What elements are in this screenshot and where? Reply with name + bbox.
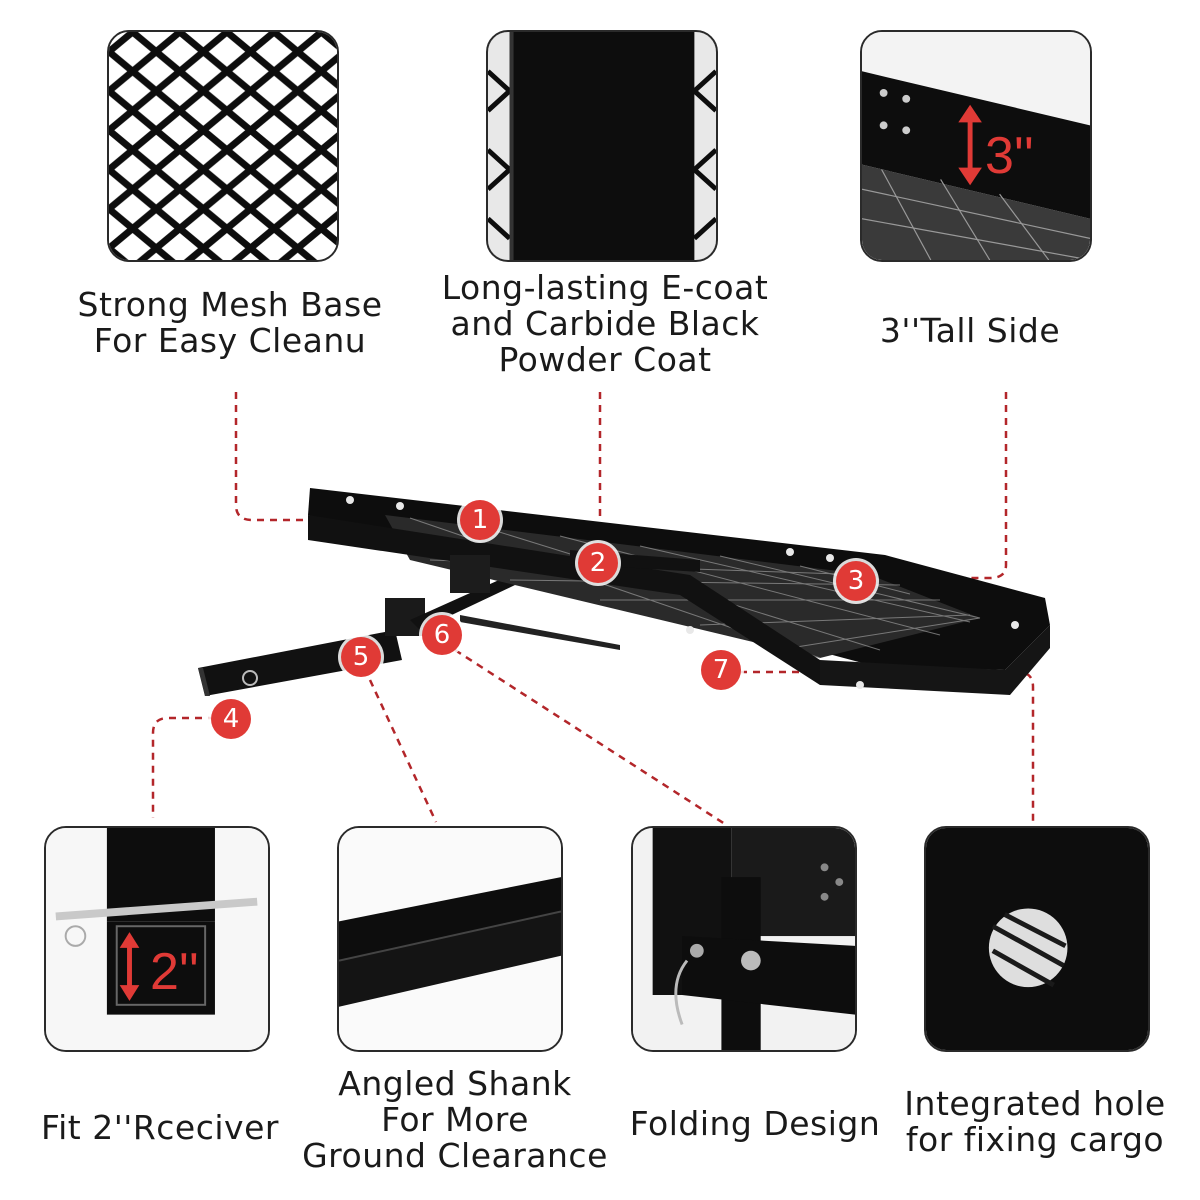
receiver-size-label: 2'' (150, 943, 199, 1001)
badge-5: 5 (341, 637, 381, 677)
badge-4: 4 (211, 699, 251, 739)
badge-1: 1 (460, 500, 500, 540)
folding-design-detail-image (631, 826, 857, 1052)
cargo-carrier-image (198, 488, 1050, 696)
caption-receiver: Fit 2''Rceciver (41, 1108, 279, 1147)
side-height-label: 3'' (985, 127, 1034, 185)
badge-6: 6 (422, 615, 462, 655)
badge-7: 7 (701, 650, 741, 690)
tall-side-detail-image (860, 30, 1092, 262)
caption-angled-shank: Angled Shank For More Ground Clearance (302, 1064, 608, 1175)
angled-shank-detail-image (337, 826, 563, 1052)
badge-3: 3 (836, 561, 876, 601)
receiver-detail-image (44, 826, 270, 1052)
caption-powder-coat: Long-lasting E-coat and Carbide Black Po… (441, 268, 769, 379)
integrated-hole-detail-image (924, 826, 1150, 1052)
badge-2: 2 (578, 543, 618, 583)
powder-coat-detail-image (486, 30, 718, 262)
caption-folding-design: Folding Design (629, 1104, 881, 1143)
caption-tall-side: 3''Tall Side (879, 311, 1061, 350)
caption-integrated-hole: Integrated hole for fixing cargo (904, 1084, 1166, 1159)
caption-mesh-base: Strong Mesh Base For Easy Cleanu (77, 285, 383, 360)
mesh-base-detail-image (107, 30, 339, 262)
